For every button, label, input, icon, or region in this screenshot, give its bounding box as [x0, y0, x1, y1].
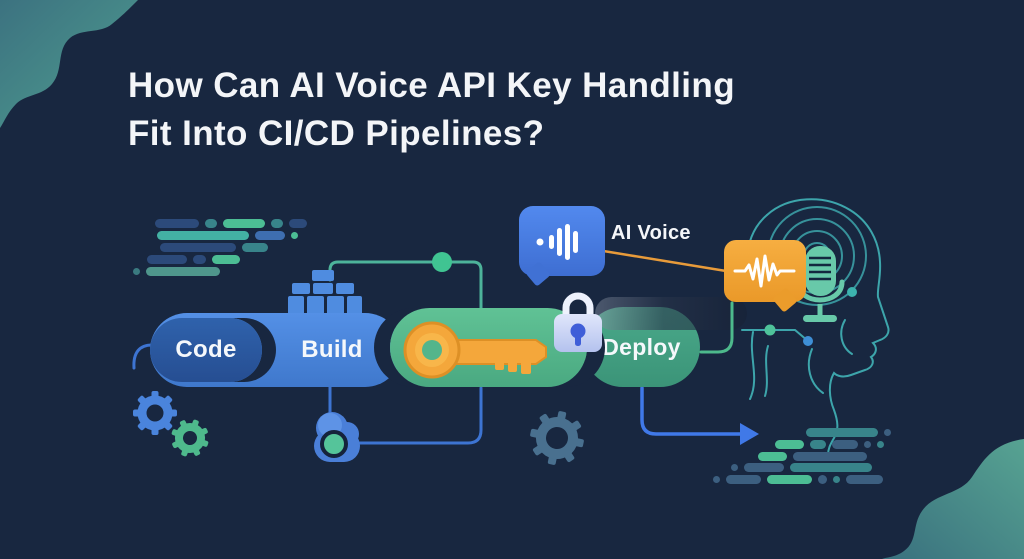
artifact-store-icon: [314, 412, 360, 462]
build-blocks-icon: [288, 270, 362, 315]
stage-code-pill: Code: [150, 318, 262, 382]
code-lines-decoration: [155, 219, 307, 228]
lock-icon: [554, 292, 602, 352]
head-node-dot-teal: [847, 287, 857, 297]
stage-deploy-label: Deploy: [602, 333, 681, 360]
code-lines-decoration: [731, 463, 872, 472]
code-lines-decoration: [160, 243, 268, 252]
waveform-bars-icon: [536, 224, 578, 260]
code-lines-decoration: [758, 452, 867, 461]
code-lines-decoration: [775, 440, 884, 449]
pipeline-bottom-connectors: [132, 343, 483, 445]
gear-icon: [530, 411, 584, 465]
page-title: How Can AI Voice API Key Handling Fit In…: [128, 62, 848, 158]
title-line-1: How Can AI Voice API Key Handling: [128, 66, 735, 105]
bubble-connector-line: [583, 246, 728, 273]
pipeline-top-connector: [328, 260, 483, 310]
stage-code-label: Code: [175, 336, 237, 363]
ai-voice-bubble: [519, 206, 605, 287]
code-lines-decoration: [133, 267, 220, 276]
arrow-right-icon: [740, 423, 759, 445]
shadow-band: [595, 297, 747, 330]
waveform-wave-icon: [733, 254, 796, 288]
stage-build-label: Build: [301, 336, 363, 363]
code-lines-decoration: [806, 428, 891, 437]
gear-icon: [133, 391, 177, 435]
corner-blob-top-left: [0, 0, 138, 128]
pipeline-node-dot: [432, 252, 452, 272]
ai-voice-label: AI Voice: [611, 222, 691, 244]
title-line-2: Fit Into CI/CD Pipelines?: [128, 114, 545, 153]
api-key-icon: [403, 321, 547, 379]
corner-blob-bottom-right: [882, 439, 1024, 559]
code-lines-decoration: [147, 255, 240, 264]
circuit-dot-green: [764, 324, 776, 336]
code-lines-decoration: [713, 475, 883, 484]
deploy-arrow-line: [640, 386, 742, 436]
circuit-dot-blue: [803, 336, 813, 346]
code-lines-decoration: [157, 231, 298, 240]
voice-output-bubble: [724, 240, 806, 313]
gear-icon: [171, 419, 209, 457]
